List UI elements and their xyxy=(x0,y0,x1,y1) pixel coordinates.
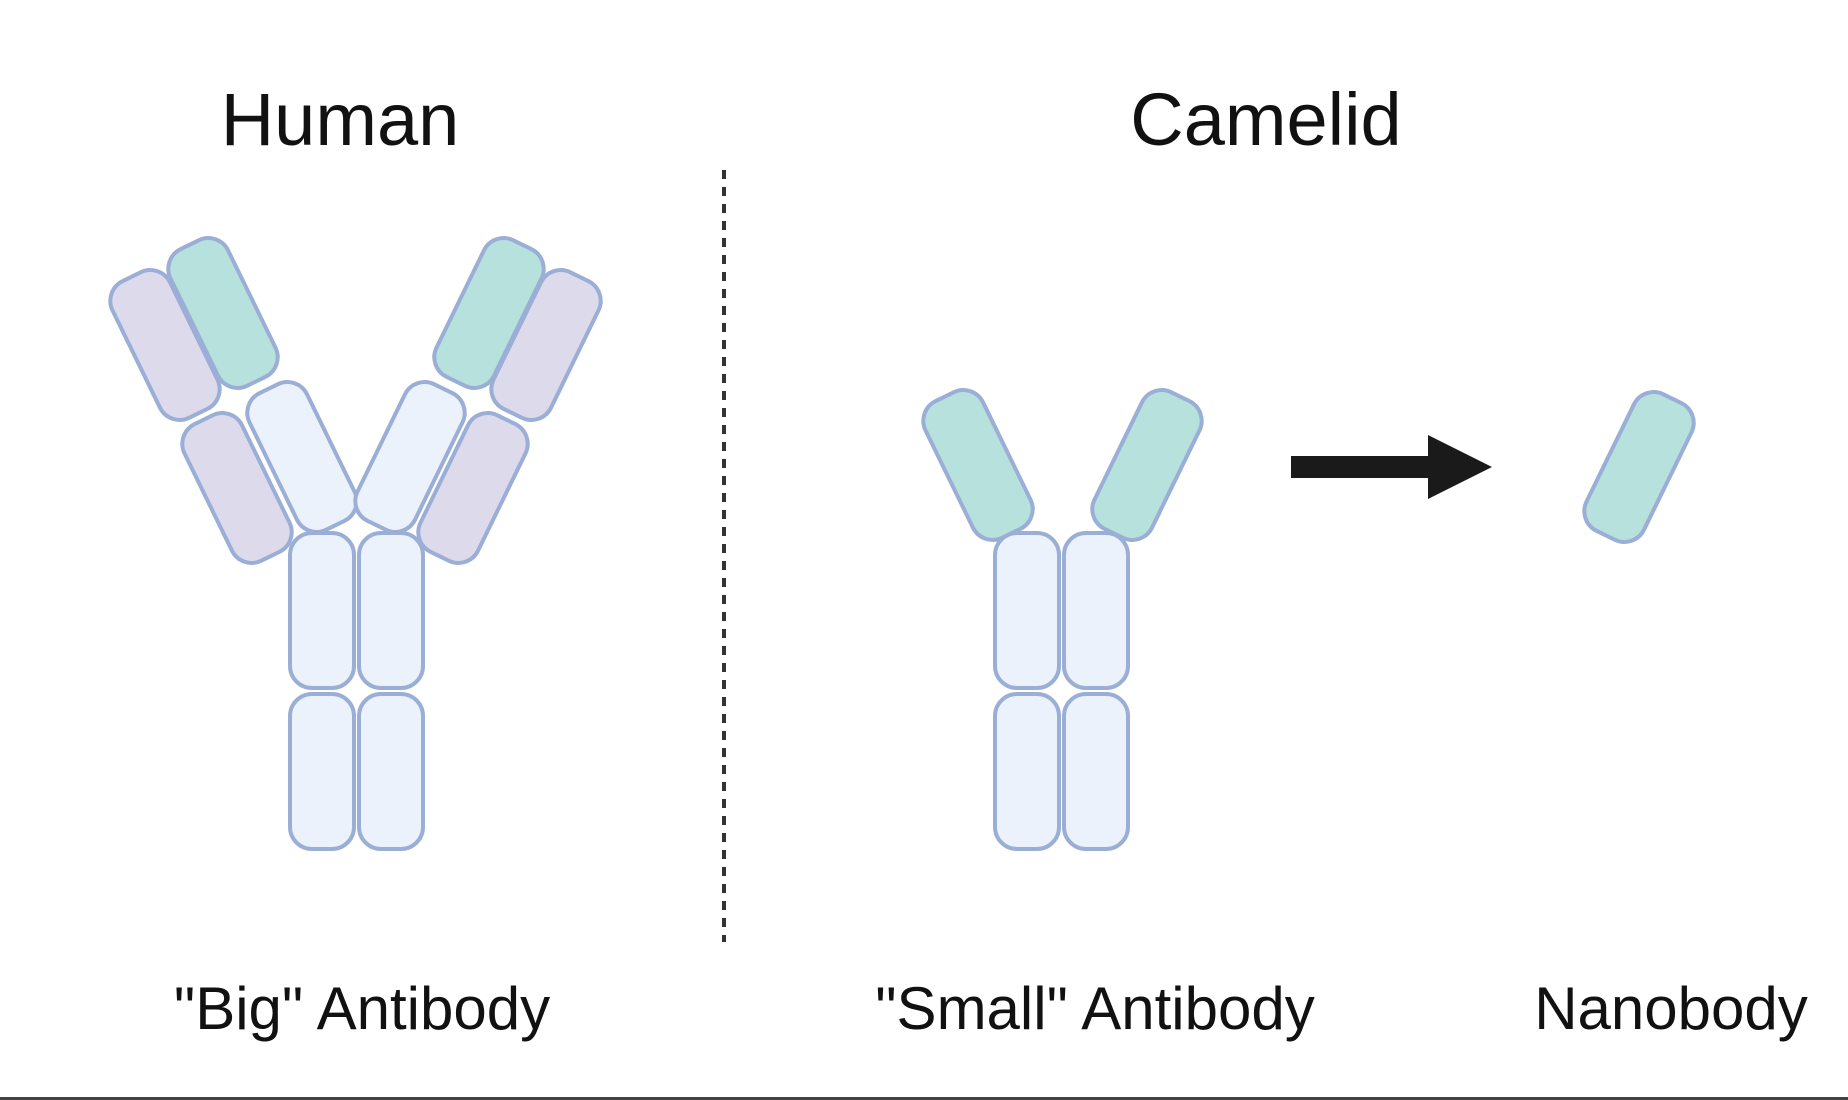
heavy-chain-variable-domain xyxy=(166,236,280,390)
camelid-heading: Camelid xyxy=(1130,78,1401,161)
nanobody-caption: Nanobody xyxy=(1534,975,1808,1042)
small-antibody-caption: "Small" Antibody xyxy=(875,975,1314,1042)
heavy-chain-constant-domain xyxy=(993,692,1061,851)
nanobody-vhh-domain xyxy=(1582,390,1696,544)
heavy-chain-constant-domain xyxy=(1062,531,1130,690)
human-antibody xyxy=(108,236,603,851)
human-heading: Human xyxy=(221,78,460,161)
heavy-chain-constant-domain xyxy=(357,531,425,690)
arrow-icon xyxy=(1291,435,1492,499)
vhh-variable-domain xyxy=(1090,388,1204,542)
heavy-chain-constant-domain xyxy=(353,380,467,534)
heavy-chain-constant-domain xyxy=(357,692,425,851)
light-chain-constant-domain xyxy=(180,411,294,565)
bottom-border xyxy=(0,1097,1848,1100)
big-antibody-caption: "Big" Antibody xyxy=(174,975,550,1042)
light-chain-constant-domain xyxy=(416,411,530,565)
heavy-chain-variable-domain xyxy=(432,236,546,390)
heavy-chain-constant-domain xyxy=(288,531,356,690)
vhh-variable-domain xyxy=(921,388,1035,542)
heavy-chain-constant-domain xyxy=(993,531,1061,690)
camelid-antibody xyxy=(921,388,1204,851)
heavy-chain-constant-domain xyxy=(1062,692,1130,851)
heavy-chain-constant-domain xyxy=(288,692,356,851)
light-chain-variable-domain xyxy=(108,268,222,422)
heavy-chain-constant-domain xyxy=(245,380,359,534)
